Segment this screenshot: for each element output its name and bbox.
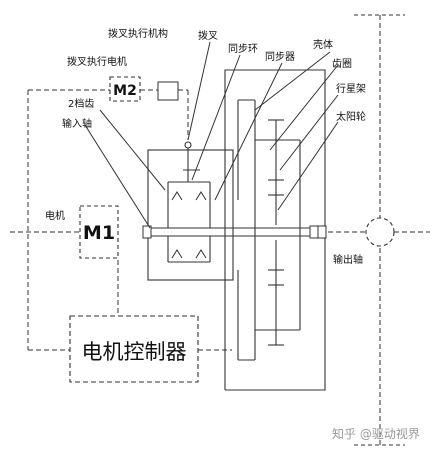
m1-label: M1	[83, 222, 115, 244]
leader-lines	[84, 41, 339, 229]
shift-fork-label: 拨叉	[198, 29, 218, 42]
watermark: 知乎 @驱动视界	[332, 426, 420, 441]
input-shaft-label: 输入轴	[62, 117, 92, 130]
second-gear-label: 2档齿	[68, 97, 94, 110]
synchro-teeth	[171, 191, 207, 259]
bearings	[142, 225, 327, 239]
planet-carrier-label: 行星架	[336, 82, 366, 95]
synchro-ring-label: 同步环	[228, 43, 258, 55]
m2-label: M2	[113, 83, 137, 99]
motor-controller-box	[69, 315, 199, 383]
motor-label: 电机	[45, 209, 65, 222]
output-end-markers	[354, 14, 405, 446]
housing-label: 壳体	[313, 38, 333, 51]
ring-gear-label: 齿圈	[332, 58, 352, 70]
sun-gear-label: 太阳轮	[336, 110, 366, 123]
control-wiring	[10, 15, 430, 445]
synchronizer-label: 同步器	[265, 51, 295, 63]
m2-motor-box	[109, 76, 141, 102]
shift-actuator-label: 拨叉执行机构	[108, 27, 168, 40]
shift-motor-label: 拨叉执行电机	[67, 55, 127, 68]
m1-motor-box	[79, 205, 119, 259]
shift-actuator-box	[157, 81, 179, 101]
output-shaft-circle	[365, 217, 395, 247]
motor-controller-label: 电机控制器	[82, 340, 187, 364]
output-shaft-label: 输出轴	[333, 253, 363, 266]
